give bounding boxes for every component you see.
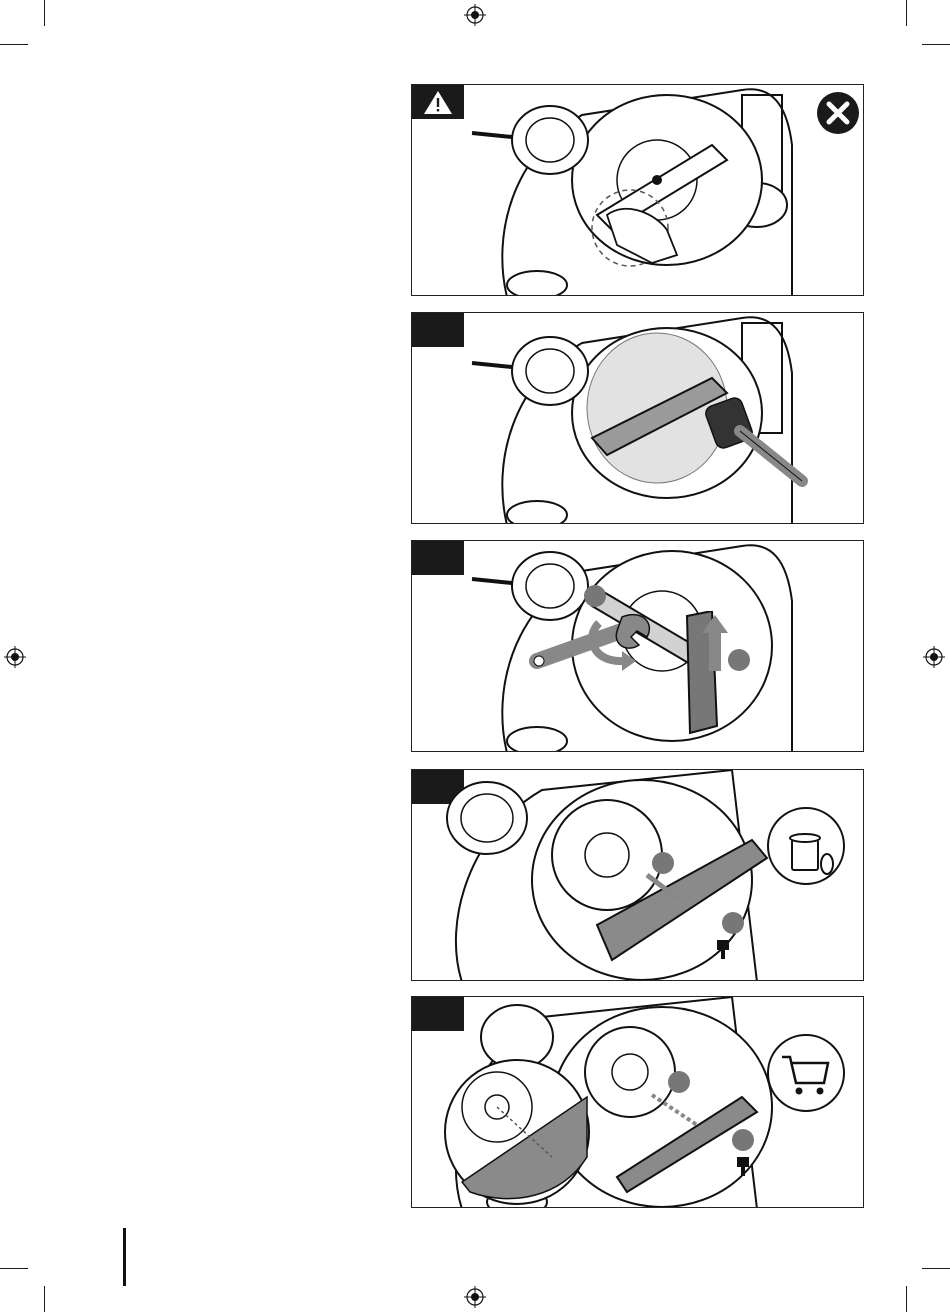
step-circle: [584, 585, 606, 607]
bolt-icon: [714, 938, 734, 960]
registration-mark-icon: [464, 4, 486, 26]
crop-mark: [906, 1286, 907, 1312]
magnifier-detail-icon: [442, 1057, 592, 1207]
shopping-cart-icon: [764, 1031, 848, 1115]
brush-icon: [702, 391, 812, 491]
panel-loosen-blade-bolt: [411, 540, 864, 752]
mower-underside-illustration: [412, 85, 864, 296]
step-circle: [668, 1071, 690, 1093]
registration-mark-icon: [923, 646, 945, 668]
panel-install-new-blade: [411, 996, 864, 1208]
registration-mark-icon: [4, 646, 26, 668]
step-circle: [732, 1129, 754, 1151]
crop-mark: [0, 44, 28, 45]
step-circle: [652, 852, 674, 874]
crop-mark: [44, 1286, 45, 1312]
crop-mark: [922, 1268, 950, 1269]
bolt-icon: [734, 1155, 754, 1177]
trash-can-icon: [764, 804, 848, 888]
registration-mark-icon: [464, 1286, 486, 1308]
page-edge-bar: [123, 1228, 126, 1286]
rotate-arrow-icon: [584, 613, 644, 673]
step-circle: [728, 649, 750, 671]
crop-mark: [44, 0, 45, 26]
crop-mark: [906, 0, 907, 26]
prohibited-icon: [816, 91, 860, 135]
step-circle: [722, 912, 744, 934]
panel-remove-blade: [411, 769, 864, 981]
panel-warning-no-hands: [411, 84, 864, 296]
panel-clean-blade: [411, 312, 864, 524]
crop-mark: [922, 44, 950, 45]
up-arrow-icon: [700, 613, 730, 673]
crop-mark: [0, 1268, 28, 1269]
